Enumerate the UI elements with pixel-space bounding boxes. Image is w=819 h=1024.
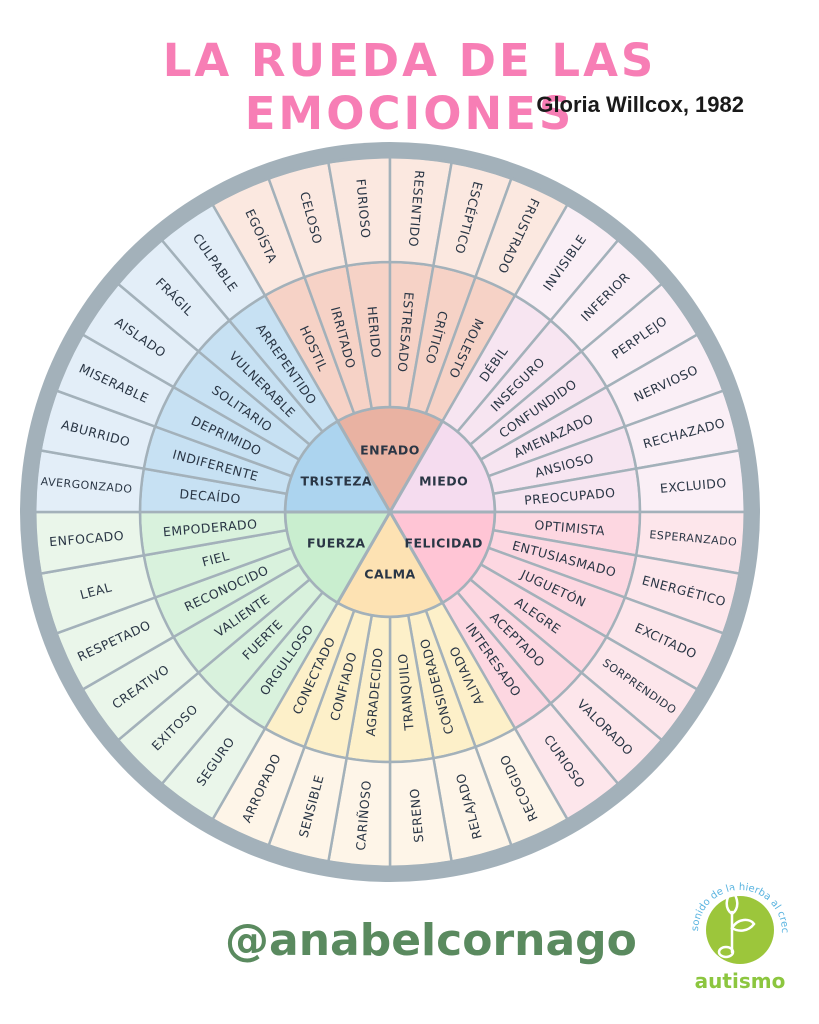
logo-word: autismo [695,969,786,993]
outer-emotion-label: FURIOSO [353,178,373,239]
middle-emotion-label: HERIDO [365,306,384,359]
outer-emotion-label: CARIÑOSO [353,780,374,852]
outer-emotion-label: ENFOCADO [49,528,125,549]
sprout-icon [717,887,756,959]
core-emotion-label: FUERZA [307,536,366,551]
outer-emotion-label: SERENO [407,787,427,843]
middle-emotion-label: TRANQUILO [395,653,417,732]
social-handle: @anabelcornago [225,915,637,966]
middle-emotion-label: OPTIMISTA [534,517,606,538]
middle-emotion-label: DECAÍDO [179,486,242,506]
core-emotion-label: TRISTEZA [301,474,373,489]
core-emotion-label: CALMA [364,567,415,582]
core-emotion-label: FELICIDAD [404,536,482,551]
autismo-logo: el sonido de la hierba al crecer autismo [680,860,790,993]
core-emotion-label: MIEDO [419,474,468,489]
middle-emotion-label: FIEL [200,548,231,570]
page-title: LA RUEDA DE LAS EMOCIONES [162,34,657,140]
core-emotion-label: ENFADO [360,443,420,458]
author-credit: Gloria Willcox, 1982 [536,92,744,117]
middle-emotion-label: ESTRESADO [395,291,417,373]
outer-emotion-label: EXCLUIDO [659,475,727,496]
outer-emotion-label: RESENTIDO [406,170,428,248]
